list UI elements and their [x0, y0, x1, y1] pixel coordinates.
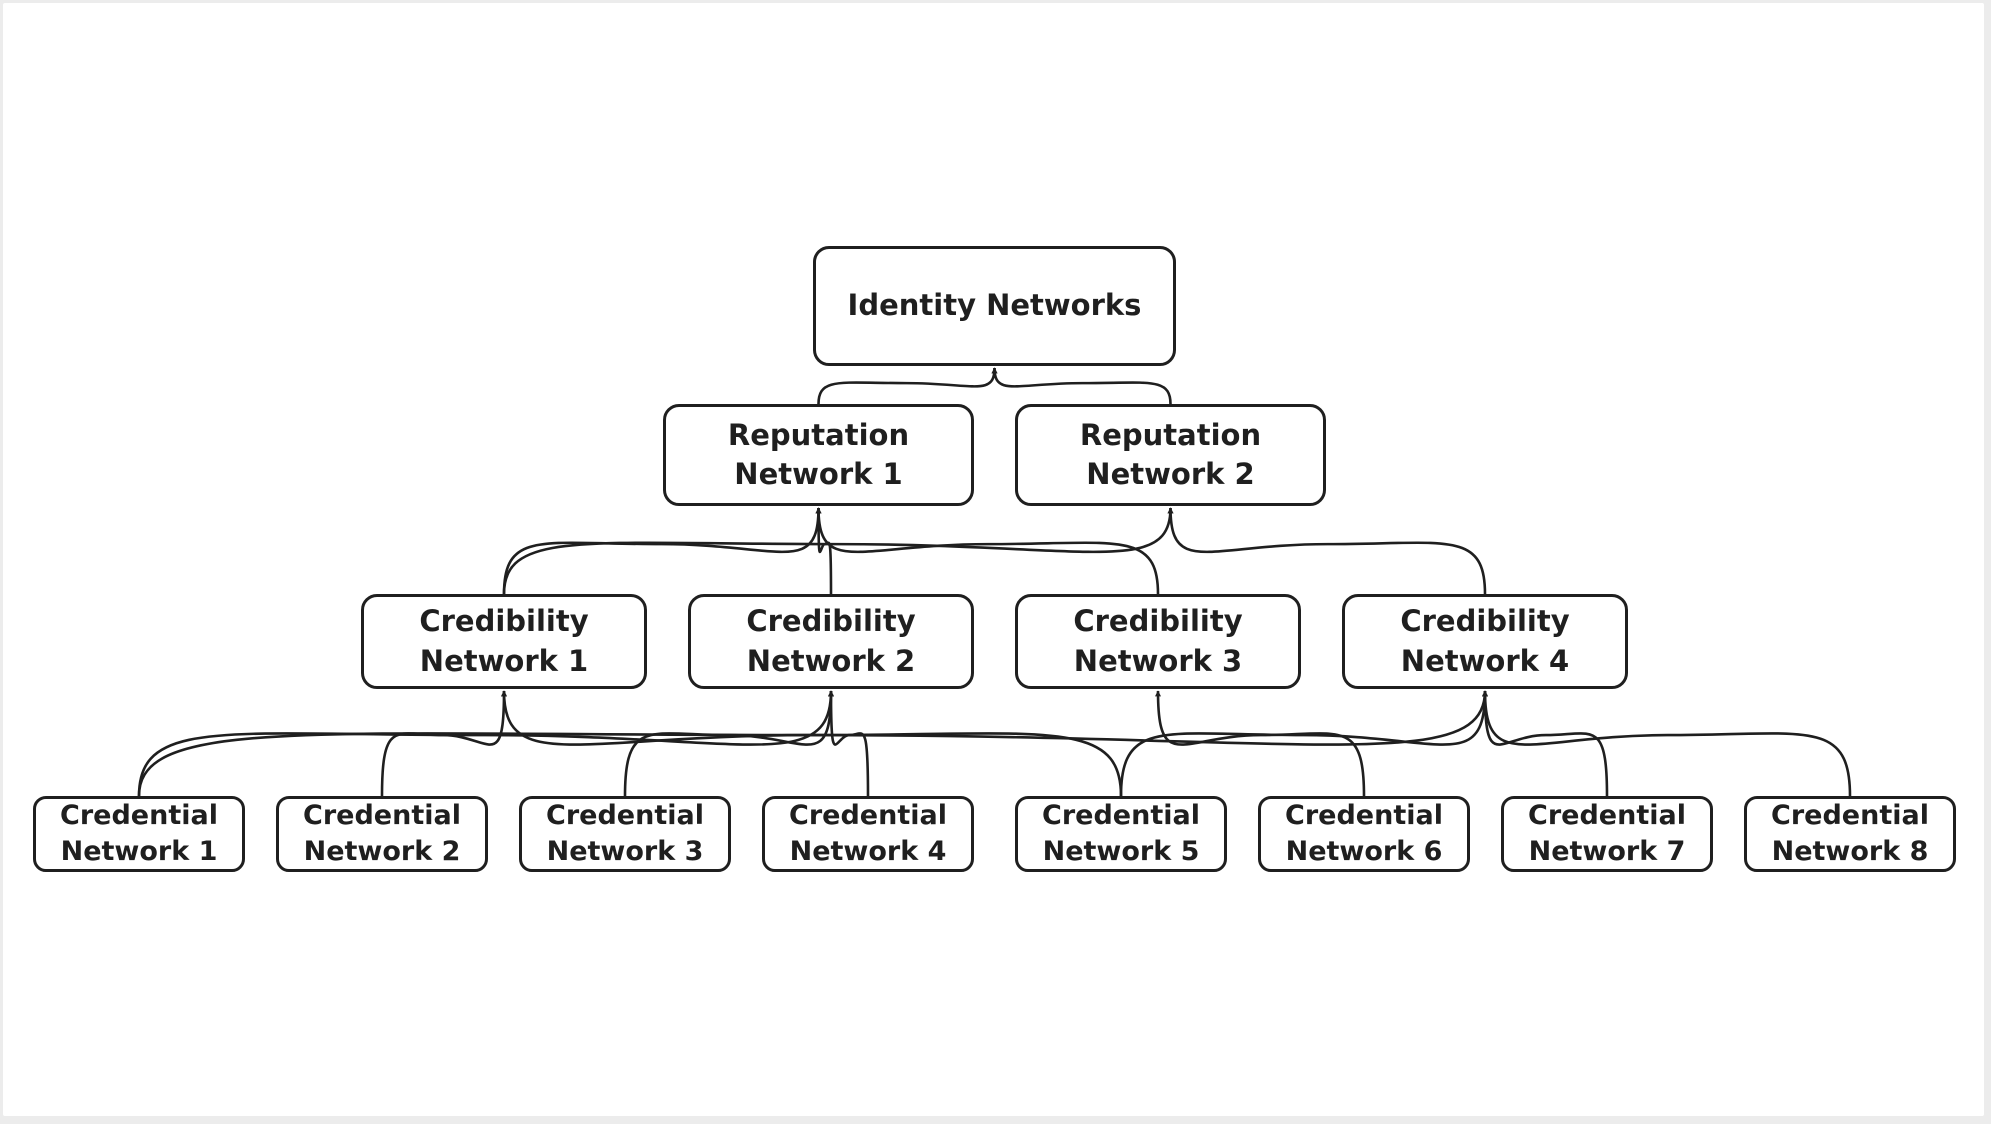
node-label-line: Network 2 [303, 836, 461, 867]
edge-credl2-to-cred1 [380, 690, 507, 797]
node-label-line: Network 5 [1042, 836, 1200, 867]
edge-cred3-to-rep1 [815, 507, 1160, 595]
node-label-line: Reputation [727, 417, 910, 452]
node-label-line: Credibility [419, 604, 589, 639]
node-label-line: Network 4 [789, 836, 947, 867]
node-label-line: Network 8 [1771, 836, 1929, 867]
node-label-line: Network 2 [746, 643, 916, 678]
node-label-line: Credibility [746, 604, 916, 639]
edge-credl1-to-cred4 [137, 690, 1488, 797]
edge-credl1-to-cred2 [137, 690, 834, 797]
edge-cred1-to-rep1 [502, 507, 822, 595]
node-label-line: Credential [1285, 800, 1443, 832]
node-label-line: Credibility [1400, 604, 1570, 639]
node-label-line: Network 2 [1086, 457, 1255, 491]
node-label-line: Credential [1528, 800, 1686, 832]
node-label-line: Network 1 [734, 457, 903, 491]
node-label-line: Network 1 [60, 836, 218, 867]
node-label-line: Network 1 [419, 643, 589, 678]
node-label-line: Credibility [1073, 604, 1243, 639]
node-label-line: Credential [303, 800, 461, 832]
slide-background [3, 3, 1984, 1116]
node-label-line: Reputation [1079, 417, 1262, 452]
node-label-line: Network 3 [546, 836, 704, 867]
edge-cred4-to-rep2 [1167, 507, 1487, 595]
node-label-line: Network 6 [1285, 836, 1443, 867]
edge-group [137, 367, 1852, 797]
node-label-line: Network 4 [1400, 643, 1570, 678]
node-label-line: Credential [1042, 800, 1200, 832]
node-identity: Identity Networks [813, 246, 1176, 366]
edge-credl5-to-cred4 [1119, 690, 1488, 797]
node-label-line: Network 3 [1073, 643, 1243, 678]
edge-rep2-to-identity [991, 367, 1172, 405]
node-label-line: Credential [546, 800, 704, 832]
node-label-line: Identity Networks [847, 288, 1142, 323]
node-label-line: Network 7 [1528, 836, 1686, 867]
edge-credl4-to-cred2 [828, 690, 870, 797]
node-label-line: Credential [789, 800, 947, 832]
node-label-line: Credential [1771, 800, 1929, 832]
edge-cred1-to-rep2 [502, 507, 1174, 595]
edge-credl8-to-cred4 [1482, 690, 1852, 797]
edge-credl7-to-cred4 [1482, 690, 1609, 797]
edge-rep1-to-identity [817, 367, 998, 405]
node-label-line: Credential [60, 800, 218, 832]
